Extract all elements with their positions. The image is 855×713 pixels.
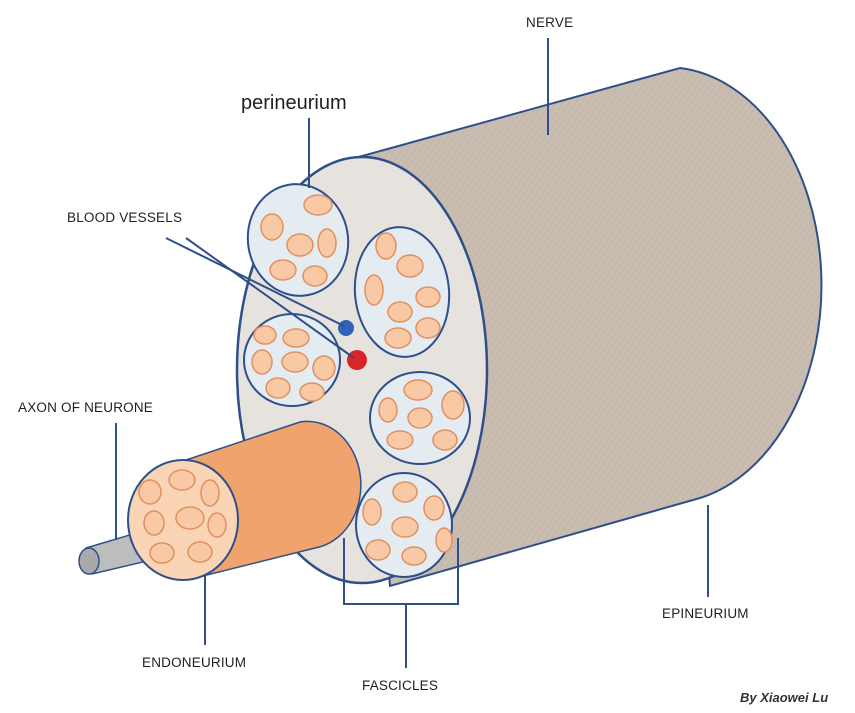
- endoneurium-face: [128, 460, 238, 580]
- label-epineurium: EPINEURIUM: [662, 606, 749, 621]
- label-endoneurium: ENDONEURIUM: [142, 655, 246, 670]
- fascicle: [244, 314, 340, 406]
- label-fascicles: FASCICLES: [362, 678, 438, 693]
- fascicle: [356, 473, 452, 577]
- label-nerve: NERVE: [526, 15, 573, 30]
- label-axon-of-neurone: AXON OF NEURONE: [18, 400, 153, 415]
- label-blood-vessels: BLOOD VESSELS: [67, 210, 182, 225]
- author-credit: By Xiaowei Lu: [740, 690, 828, 705]
- blood-vessel-red: [347, 350, 367, 370]
- label-perineurium: perineurium: [241, 92, 347, 115]
- fascicle: [370, 372, 470, 464]
- blood-vessel-blue: [338, 320, 354, 336]
